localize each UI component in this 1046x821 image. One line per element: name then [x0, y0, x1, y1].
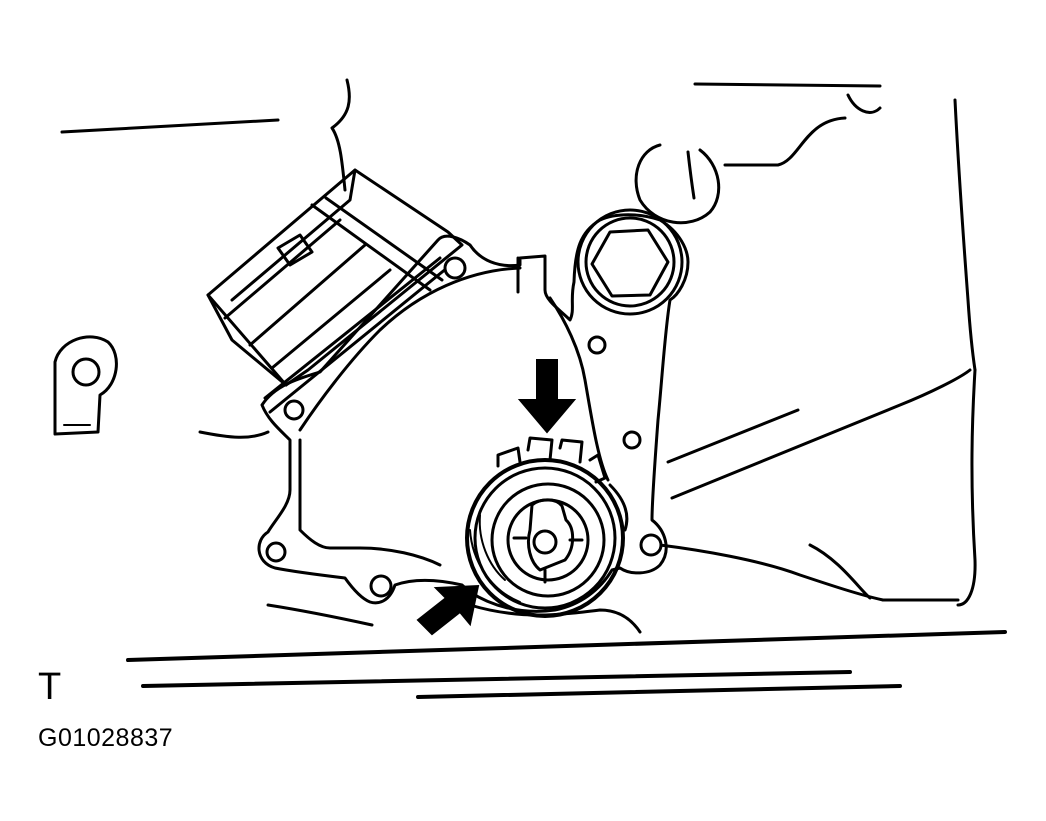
diagonal-arrow-icon [416, 584, 480, 636]
mounting-holes [265, 256, 663, 598]
figure-code-label: G01028837 [38, 724, 174, 752]
switch-housing [257, 213, 690, 613]
transmission-case-outline [60, 78, 1007, 699]
hex-bolt [576, 208, 684, 316]
switch-connector [206, 168, 464, 387]
round-boss [634, 143, 721, 225]
corner-letter-label: T [38, 666, 62, 708]
downward-arrow-icon [517, 359, 577, 434]
switch-rotor [465, 436, 625, 618]
mounting-bracket [53, 335, 118, 436]
